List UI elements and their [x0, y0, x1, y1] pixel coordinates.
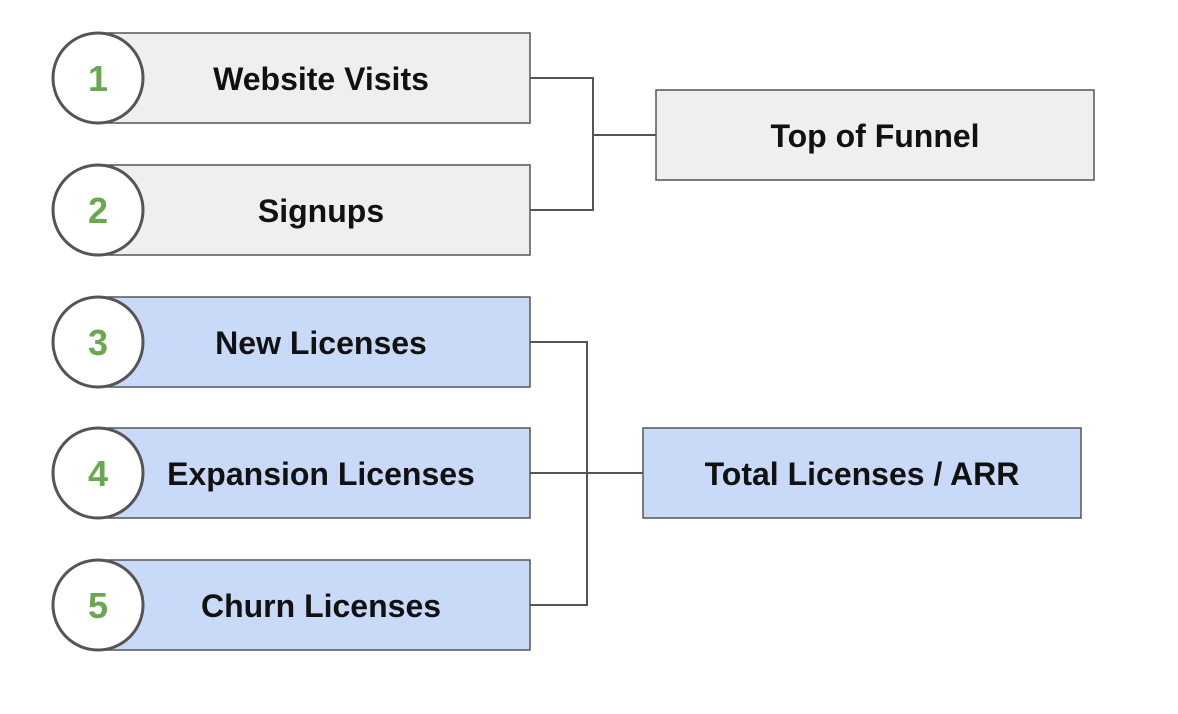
- step-signups: 2 Signups: [51, 163, 531, 257]
- step-expansion-licenses: 4 Expansion Licenses: [51, 426, 531, 520]
- summary-box: [642, 427, 1082, 519]
- step-box: [97, 164, 531, 256]
- summary-box: [655, 89, 1095, 181]
- step-number: 5: [88, 585, 108, 626]
- step-new-licenses: 3 New Licenses: [51, 295, 531, 389]
- step-box: [97, 296, 531, 388]
- step-box: [97, 427, 531, 519]
- step-website-visits: 1 Website Visits: [51, 31, 531, 125]
- step-label: New Licenses: [215, 325, 427, 361]
- step-number: 4: [88, 453, 108, 494]
- connector-step-2-to-top-of-funnel: [530, 135, 594, 211]
- connector-step-5-to-total-licenses: [530, 473, 588, 606]
- step-number-badge: [51, 163, 145, 257]
- step-number-badge: [51, 558, 145, 652]
- step-churn-licenses: 5 Churn Licenses: [51, 558, 531, 652]
- step-label: Expansion Licenses: [167, 456, 475, 492]
- step-label: Churn Licenses: [201, 588, 441, 624]
- step-number: 3: [88, 322, 108, 363]
- summary-total-licenses-arr: Total Licenses / ARR: [642, 427, 1082, 519]
- summary-label: Top of Funnel: [770, 118, 979, 154]
- step-number-badge: [51, 426, 145, 520]
- summary-label: Total Licenses / ARR: [705, 456, 1020, 492]
- connector-step-1-to-top-of-funnel: [530, 77, 656, 136]
- step-number-badge: [51, 31, 145, 125]
- summary-top-of-funnel: Top of Funnel: [655, 89, 1095, 181]
- connector-step-3-to-total-licenses: [530, 341, 588, 473]
- step-box: [97, 32, 531, 124]
- step-number: 2: [88, 190, 108, 231]
- step-label: Website Visits: [213, 61, 429, 97]
- step-number: 1: [88, 58, 108, 99]
- step-number-badge: [51, 295, 145, 389]
- step-label: Signups: [258, 193, 384, 229]
